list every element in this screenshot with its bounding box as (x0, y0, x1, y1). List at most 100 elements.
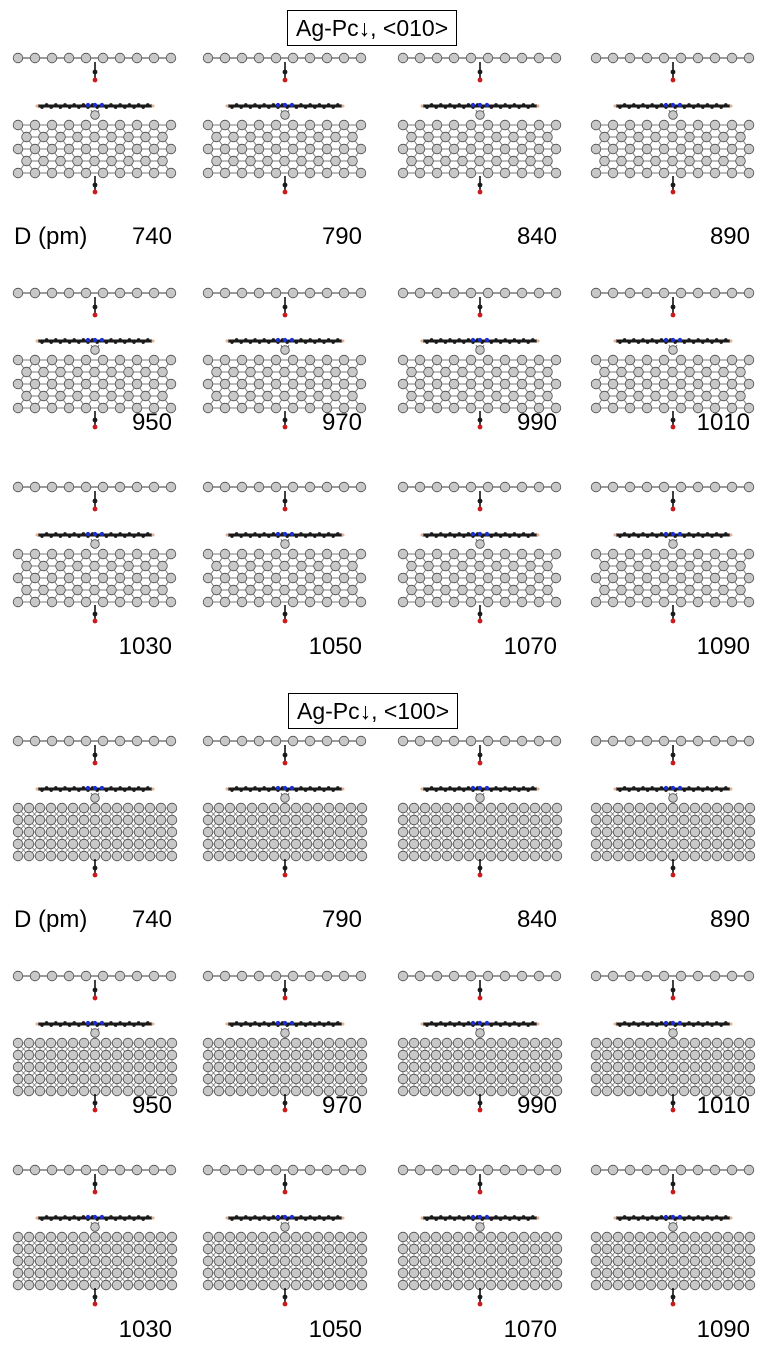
tip-atom (287, 52, 299, 64)
substrate-atom (599, 131, 610, 143)
tip-atom (590, 735, 602, 747)
substrate-atom (612, 1061, 624, 1073)
substrate-atom (202, 1243, 214, 1255)
substrate-atom (452, 838, 464, 850)
substrate-atom (431, 119, 443, 131)
substrate-atom (457, 131, 468, 143)
substrate-atom (34, 1279, 46, 1291)
substrate-atom (323, 1073, 335, 1085)
substrate-atom (144, 1231, 156, 1243)
substrate-atom (56, 1267, 68, 1279)
substrate-atom (12, 838, 24, 850)
substrate-atom (667, 1267, 679, 1279)
substrate-atom (550, 378, 562, 390)
substrate-atom (334, 1061, 346, 1073)
substrate-atom (430, 1037, 442, 1049)
substrate-atom (667, 390, 678, 402)
substrate-atom (482, 402, 494, 414)
substrate-atom (23, 826, 35, 838)
substrate-atom (97, 119, 109, 131)
substrate-atom (312, 1073, 324, 1085)
substrate-atom (692, 143, 704, 155)
tip-atom (131, 970, 143, 982)
substrate-atom (678, 1061, 690, 1073)
substrate-atom (485, 1279, 497, 1291)
substrate-atom (656, 826, 668, 838)
substrate-atom (67, 1073, 79, 1085)
substrate-atom (133, 1073, 145, 1085)
substrate-atom (744, 1279, 756, 1291)
substrate-atom (448, 143, 460, 155)
substrate-atom (46, 167, 58, 179)
substrate-atom (496, 838, 508, 850)
substrate-atom (45, 850, 57, 862)
substrate-atom (550, 572, 562, 584)
substrate-atom (452, 1037, 464, 1049)
substrate-atom (463, 1073, 475, 1085)
substrate-atom (213, 1267, 225, 1279)
substrate-atom (452, 1049, 464, 1061)
substrate-atom (356, 1049, 368, 1061)
substrate-atom (599, 560, 610, 572)
substrate-atom (743, 402, 755, 414)
substrate-atom (474, 826, 486, 838)
structure-snapshot (588, 725, 758, 885)
substrate-atom (612, 1243, 624, 1255)
substrate-atom (623, 814, 635, 826)
substrate-atom (645, 1243, 657, 1255)
tip-atom (114, 287, 126, 299)
substrate-atom (34, 1243, 46, 1255)
substrate-atom (268, 814, 280, 826)
substrate-atom (270, 572, 282, 584)
structure-snapshot (10, 725, 180, 885)
substrate-atom (235, 1243, 247, 1255)
substrate-atom (408, 1267, 420, 1279)
distance-label: 790 (321, 906, 362, 933)
tip-atom (12, 1164, 24, 1176)
tip-atom (465, 287, 477, 299)
substrate-atom (634, 850, 646, 862)
substrate-atom (667, 1049, 679, 1061)
tip-atom (219, 735, 231, 747)
substrate-atom (525, 584, 536, 596)
substrate-atom (551, 1279, 563, 1291)
substrate-atom (355, 354, 367, 366)
co-molecule-bottom (282, 411, 288, 430)
substrate-atom (474, 560, 485, 572)
co-molecule-top (282, 297, 288, 318)
silver-substrate (12, 1231, 178, 1291)
substrate-atom (743, 596, 755, 608)
co-molecule-bottom (477, 1288, 483, 1307)
tip-atom (726, 1164, 738, 1176)
tip-atom (80, 287, 92, 299)
substrate-atom (12, 814, 24, 826)
tip-atom (253, 52, 265, 64)
substrate-atom (623, 1049, 635, 1061)
substrate-atom (166, 1073, 178, 1085)
substrate-atom (656, 1267, 668, 1279)
substrate-atom (155, 1255, 167, 1267)
substrate-atom (499, 167, 511, 179)
substrate-atom (540, 850, 552, 862)
tip-atom (414, 970, 426, 982)
substrate-atom (408, 1049, 420, 1061)
substrate-atom (355, 167, 367, 179)
substrate-atom (744, 850, 756, 862)
substrate-atom (23, 1061, 35, 1073)
tip-atom (726, 735, 738, 747)
co-molecule-top (670, 1174, 676, 1195)
co-molecule-top (477, 980, 483, 1001)
substrate-atom (131, 402, 143, 414)
substrate-atom (321, 548, 333, 560)
substrate-atom (726, 378, 738, 390)
phthalocyanine-molecule (613, 1020, 733, 1038)
substrate-atom (279, 155, 290, 167)
substrate-atom (733, 1267, 745, 1279)
substrate-atom (452, 1243, 464, 1255)
substrate-atom (67, 802, 79, 814)
substrate-atom (658, 378, 670, 390)
substrate-atom (122, 802, 134, 814)
substrate-atom (114, 119, 126, 131)
substrate-atom (601, 1037, 613, 1049)
substrate-atom (253, 572, 265, 584)
